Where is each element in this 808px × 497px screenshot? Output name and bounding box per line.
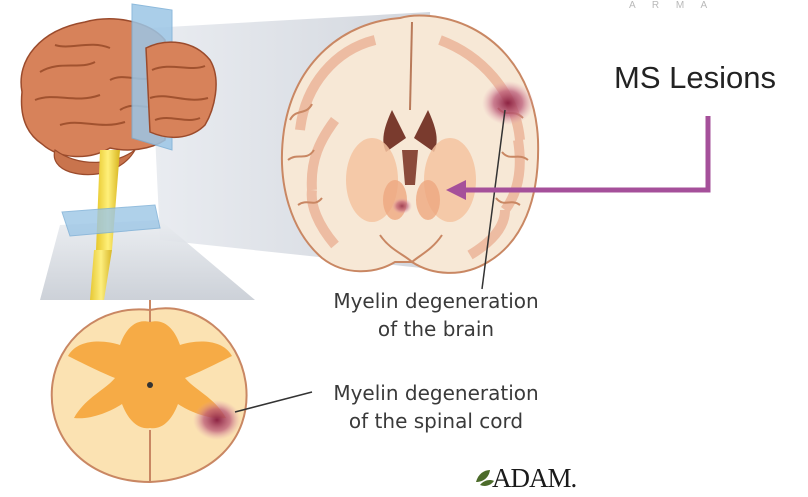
cord-label-line-1: Myelin degeneration [300, 379, 572, 407]
ms-lesions-label: MS Lesions [614, 60, 776, 96]
cord-degeneration-label: Myelin degeneration of the spinal cord [300, 379, 572, 435]
coronal-brain-section [282, 15, 538, 273]
adam-logo-text: ADAM. [492, 463, 576, 494]
brain-lesion-large [482, 81, 534, 125]
brain-label-line-1: Myelin degeneration [300, 287, 572, 315]
cord-label-line-2: of the spinal cord [300, 407, 572, 435]
brain-lesion-small [392, 198, 412, 214]
brain-label-line-2: of the brain [300, 315, 572, 343]
spinal-cord-section [52, 300, 247, 482]
brain-degeneration-label: Myelin degeneration of the brain [300, 287, 572, 343]
watermark-text: A R M A [629, 0, 714, 11]
spinal-cord-lesion [193, 400, 241, 440]
